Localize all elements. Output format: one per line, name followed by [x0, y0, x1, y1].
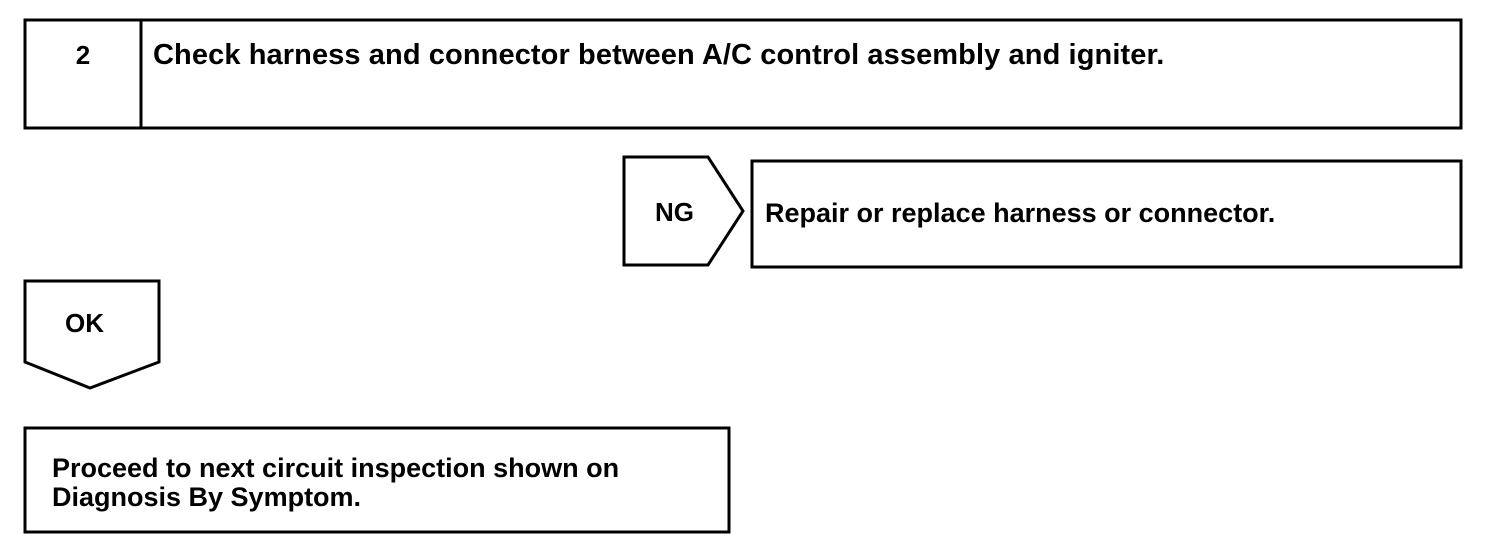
- step-title: Check harness and connector between A/C …: [153, 39, 1165, 71]
- step-number: 2: [75, 40, 91, 70]
- ng-arrow-shape: [622, 155, 745, 267]
- ng-action-text: Repair or replace harness or connector.: [765, 198, 1276, 228]
- ng-label: NG: [655, 197, 694, 227]
- ok-arrow-shape: [23, 279, 161, 390]
- ok-label: OK: [65, 308, 104, 338]
- step-box-outline: [23, 18, 1463, 130]
- ok-action-box: [23, 426, 731, 534]
- ng-action-box: [750, 159, 1463, 269]
- ok-action-text: Proceed to next circuit inspection shown…: [52, 453, 620, 512]
